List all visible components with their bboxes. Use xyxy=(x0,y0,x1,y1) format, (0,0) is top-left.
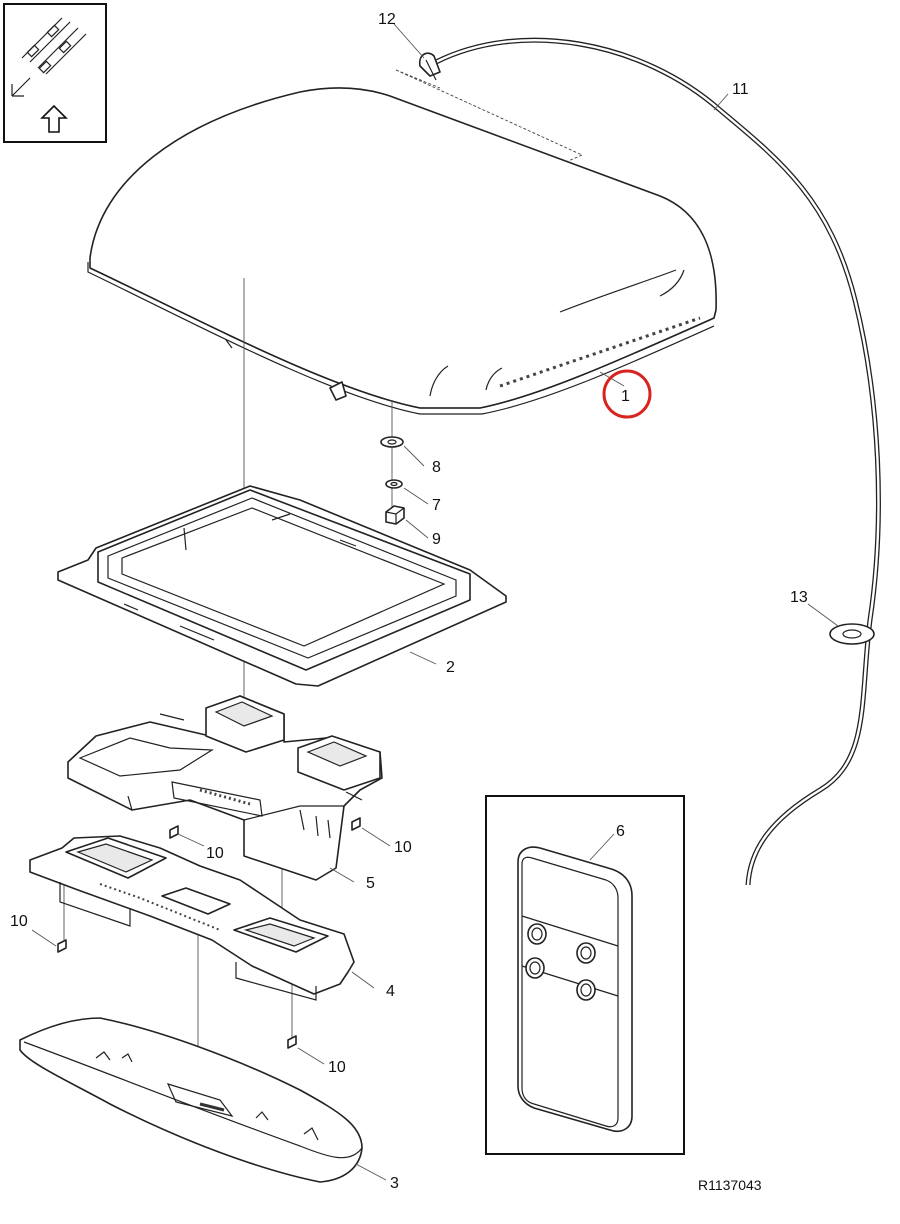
callout-7: 7 xyxy=(432,497,441,514)
callout-4: 4 xyxy=(386,983,395,1000)
screw xyxy=(57,939,67,953)
callout-10: 10 xyxy=(206,845,224,862)
cable xyxy=(434,37,881,886)
nut xyxy=(385,505,405,525)
screw xyxy=(169,825,179,839)
air-distributor xyxy=(67,695,383,881)
callout-10: 10 xyxy=(394,839,412,856)
top-cover xyxy=(87,87,717,415)
remote-control xyxy=(517,846,633,1132)
button-icon[interactable] xyxy=(527,923,547,945)
screw xyxy=(351,817,361,831)
callout-12: 12 xyxy=(378,11,396,28)
callout-9: 9 xyxy=(432,531,441,548)
callout-2: 2 xyxy=(446,659,455,676)
grommet xyxy=(829,623,875,645)
callout-13: 13 xyxy=(790,589,808,606)
callout-6: 6 xyxy=(616,823,625,840)
washer xyxy=(380,436,404,448)
orientation-inset xyxy=(3,3,107,143)
callout-8: 8 xyxy=(432,459,441,476)
bottom-trim-cover xyxy=(19,1017,363,1183)
remote-control-inset xyxy=(485,795,685,1155)
callout-10: 10 xyxy=(328,1059,346,1076)
mounting-frame xyxy=(57,485,507,687)
callout-11: 11 xyxy=(732,81,749,98)
cable-clip xyxy=(418,52,441,81)
lock-washer xyxy=(385,479,403,489)
control-housing xyxy=(29,835,355,1001)
callout-5: 5 xyxy=(366,875,375,892)
orientation-arrow-icon xyxy=(11,17,87,133)
callout-3: 3 xyxy=(390,1175,399,1192)
drawing-reference: R1137043 xyxy=(698,1177,762,1193)
button-icon[interactable] xyxy=(576,942,596,964)
screw xyxy=(287,1035,297,1049)
highlight-ring xyxy=(602,369,652,419)
callout-1: 1 xyxy=(621,388,630,405)
button-icon[interactable] xyxy=(576,979,596,1001)
button-icon[interactable] xyxy=(525,957,545,979)
callout-10: 10 xyxy=(10,913,28,930)
